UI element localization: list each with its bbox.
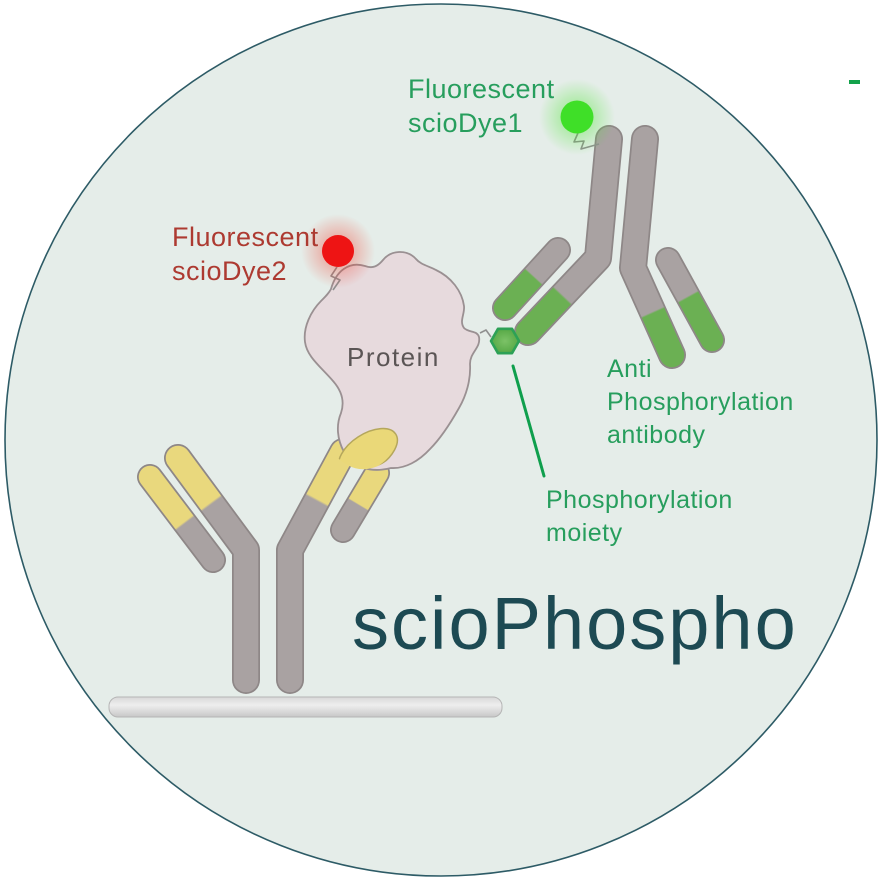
capture-antibody-icon — [137, 438, 390, 694]
protein-blob — [303, 251, 481, 477]
anti-line3: antibody — [607, 421, 706, 449]
anti-phospho-antibody-label: Anti Phosphorylation antibody — [607, 353, 794, 452]
anti-line2: Phosphorylation — [607, 388, 794, 416]
background-circle — [4, 3, 878, 877]
corner-dash-mark — [849, 80, 860, 84]
moiety-linker — [479, 329, 492, 338]
detection-antibody-icon — [492, 125, 725, 369]
red-dye-dot-icon — [301, 214, 375, 288]
fluorescent-sciodye2-label: Fluorescent scioDye2 — [172, 220, 319, 288]
moiety-line1: Phosphorylation — [546, 486, 733, 514]
page-title: scioPhospho — [352, 582, 798, 665]
fluorescent-sciodye1-label: Fluorescent scioDye1 — [408, 72, 555, 140]
phospho-moiety-hexagon-icon — [489, 327, 521, 355]
dye1-line2: scioDye1 — [408, 108, 524, 138]
phospho-moiety-label: Phosphorylation moiety — [546, 484, 733, 550]
moiety-pointer-line — [511, 364, 546, 478]
protein-label: Protein — [347, 342, 440, 372]
moiety-line2: moiety — [546, 519, 623, 547]
green-dye-dot-icon — [539, 79, 615, 155]
dye2-line1: Fluorescent — [172, 222, 319, 252]
anti-line1: Anti — [607, 355, 653, 383]
surface-bar — [108, 696, 503, 718]
dye2-line2: scioDye2 — [172, 256, 288, 286]
dye1-line1: Fluorescent — [408, 74, 555, 104]
